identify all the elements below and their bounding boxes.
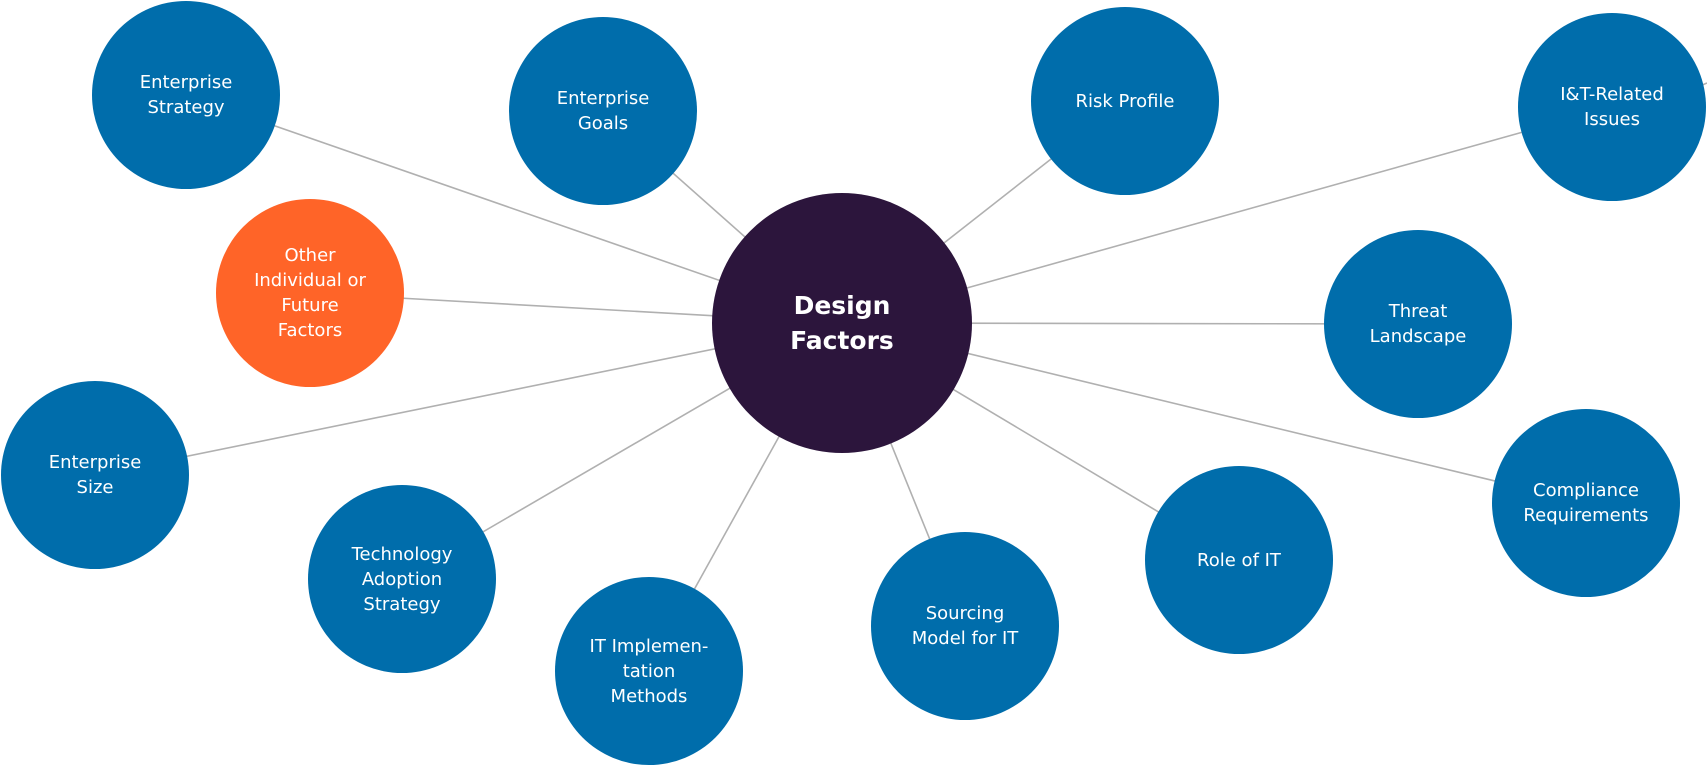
node-label: IT Implemen- tation Methods xyxy=(589,635,709,707)
node-label: Risk Profile xyxy=(1075,90,1175,112)
node-it-related-issues: I&T-Related Issues xyxy=(1518,13,1706,201)
node-label: Enterprise Goals xyxy=(556,88,650,134)
node-risk-profile: Risk Profile xyxy=(1031,7,1219,195)
node-label: Sourcing Model for IT xyxy=(911,603,1019,649)
center-label: Design Factors xyxy=(790,291,894,355)
node-label: I&T-Related Issues xyxy=(1560,84,1664,130)
node-enterprise-strategy: Enterprise Strategy xyxy=(92,1,280,189)
node-role-of-it: Role of IT xyxy=(1145,466,1333,654)
node-label: Compliance Requirements xyxy=(1523,480,1649,526)
node-sourcing-model: Sourcing Model for IT xyxy=(871,532,1059,720)
node-compliance-requirements: Compliance Requirements xyxy=(1492,409,1680,597)
node-enterprise-goals: Enterprise Goals xyxy=(509,17,697,205)
node-threat-landscape: Threat Landscape xyxy=(1324,230,1512,418)
center-node-design-factors: Design Factors xyxy=(712,193,972,453)
node-it-implementation-methods: IT Implemen- tation Methods xyxy=(555,577,743,765)
node-label: Technology Adoption Strategy xyxy=(351,543,453,615)
node-label: Threat Landscape xyxy=(1369,301,1467,347)
node-label: Enterprise Size xyxy=(48,452,142,498)
node-enterprise-size: Enterprise Size xyxy=(1,381,189,569)
node-label: Enterprise Strategy xyxy=(139,72,233,118)
node-label: Other Individual or Future Factors xyxy=(254,245,366,341)
node-label: Role of IT xyxy=(1197,549,1281,571)
connector-it-related-issues xyxy=(841,106,1613,324)
node-other-factors: Other Individual or Future Factors xyxy=(216,199,404,387)
node-technology-adoption-strategy: Technology Adoption Strategy xyxy=(308,485,496,673)
